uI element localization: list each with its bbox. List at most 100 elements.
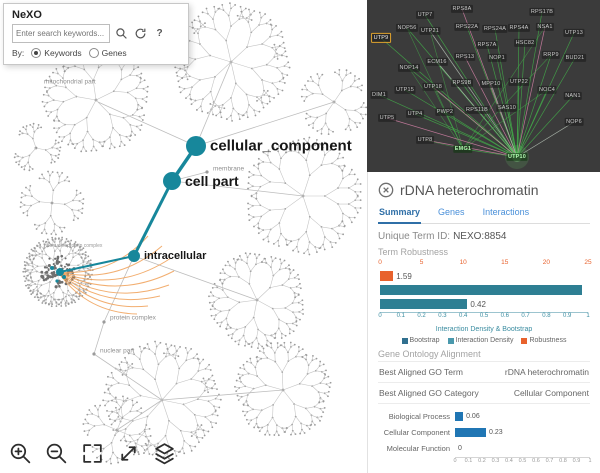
radio-genes-label: Genes: [101, 48, 127, 58]
term-node-label[interactable]: intracellular: [144, 250, 207, 262]
axis-tick: 0.9: [563, 313, 572, 319]
term-label[interactable]: membrane: [213, 165, 245, 173]
axis-tick: 0.8: [542, 313, 551, 319]
search-input[interactable]: [12, 24, 110, 43]
search-icon[interactable]: [114, 26, 129, 41]
reset-icon[interactable]: [133, 26, 148, 41]
robustness-axis-label: Interaction Density & Bootstrap: [435, 326, 533, 333]
radio-keywords-circle: [31, 48, 42, 58]
close-icon[interactable]: [378, 182, 394, 198]
term-node-label[interactable]: cell part: [185, 173, 239, 189]
gene-node[interactable]: RPS22A: [454, 22, 480, 32]
gene-node[interactable]: UTP10: [506, 152, 528, 162]
tab-genes[interactable]: Genes: [438, 207, 465, 217]
gene-node[interactable]: UTP13: [563, 28, 585, 38]
term-label[interactable]: protein complex: [110, 314, 156, 322]
axis-tick: 0.3: [491, 458, 500, 464]
gene-node[interactable]: NOP1: [487, 53, 507, 63]
help-icon[interactable]: ?: [156, 28, 163, 39]
app-title: NeXO: [12, 9, 42, 21]
term-label[interactable]: mitochondrial part: [44, 78, 96, 86]
robustness-value: 1.59: [396, 271, 412, 281]
gene-node[interactable]: BUD21: [564, 53, 586, 63]
term-node-intracellular[interactable]: [128, 250, 140, 262]
gene-node[interactable]: UTP4: [406, 109, 424, 119]
term-label[interactable]: nuclear part: [100, 347, 135, 355]
gene-node[interactable]: UTP22: [508, 77, 530, 87]
gene-node[interactable]: RPS11B: [464, 105, 490, 115]
gene-node[interactable]: UTP9: [371, 32, 391, 44]
search-panel: NeXO ? By: Keyword: [3, 3, 189, 65]
go-alignment-section-label: Gene Ontology Alignment: [378, 349, 481, 359]
fit-view-icon: [121, 446, 136, 461]
ontology-tree: [13, 2, 367, 465]
legend-item: Bootstrap: [401, 337, 440, 344]
bootstrap-bar: [380, 285, 582, 295]
gene-node[interactable]: UTP18: [422, 82, 444, 92]
axis-tick: 0.1: [396, 313, 405, 319]
term-node-label[interactable]: cellular_component: [210, 137, 352, 155]
term-node-cell-part[interactable]: [163, 172, 181, 190]
gene-node[interactable]: RRP9: [541, 50, 561, 60]
go-alignment-chart: Biological Process 0.06 Cellular Compone…: [378, 409, 592, 467]
gene-node[interactable]: NOP56: [395, 23, 419, 33]
unique-term-id: Unique Term ID:NEXO:8854: [378, 231, 590, 242]
axis-tick: 0.2: [478, 458, 486, 464]
gene-node[interactable]: RPS9B: [450, 78, 474, 88]
fit-view-button[interactable]: [115, 440, 142, 467]
gene-node[interactable]: RPS13: [454, 52, 476, 62]
interaction-density-bar: [380, 299, 468, 309]
gene-node[interactable]: EMG1: [453, 144, 473, 154]
axis-tick: 0.5: [479, 313, 489, 319]
radio-keywords[interactable]: Keywords: [31, 48, 82, 58]
gene-node[interactable]: RPS17B: [529, 7, 555, 17]
gene-node[interactable]: NOC4: [537, 85, 557, 95]
axis-tick: 0: [378, 259, 382, 266]
gene-node[interactable]: UTP8: [416, 135, 434, 145]
radio-genes[interactable]: Genes: [88, 48, 127, 58]
gene-node[interactable]: NOP6: [564, 117, 584, 127]
gene-node[interactable]: UTP21: [419, 26, 441, 36]
gene-node[interactable]: RPS7A: [475, 40, 499, 50]
gene-node[interactable]: SAS10: [496, 103, 518, 113]
term-title: rDNA heterochromatin: [400, 182, 539, 198]
axis-tick: 1: [588, 458, 592, 464]
gene-node[interactable]: MPP10: [479, 79, 503, 89]
zoom-out-button[interactable]: [43, 440, 70, 467]
gene-node[interactable]: NAN1: [563, 91, 583, 101]
term-node-cellular-component[interactable]: [186, 136, 206, 156]
go-bar-value: 0.23: [489, 428, 503, 436]
tab-summary[interactable]: Summary: [378, 203, 422, 224]
zoom-in-button[interactable]: [7, 440, 34, 467]
tab-interactions[interactable]: Interactions: [482, 207, 530, 217]
legend-swatch: [401, 337, 408, 344]
layers-button[interactable]: [151, 440, 178, 467]
axis-tick: 20: [542, 259, 551, 266]
gene-node[interactable]: RPS8A: [450, 4, 474, 14]
gene-node[interactable]: PWP2: [435, 107, 455, 117]
gene-node[interactable]: DIM1: [370, 90, 388, 100]
axis-tick: 10: [459, 259, 467, 266]
gene-node[interactable]: UTP7: [416, 10, 434, 20]
gene-node[interactable]: ECM16: [425, 57, 449, 67]
go-bar-value: 0.06: [466, 412, 480, 420]
gene-node[interactable]: RPS4A: [507, 23, 531, 33]
gene-node[interactable]: NSA1: [535, 22, 555, 32]
fullscreen-button[interactable]: [79, 440, 106, 467]
axis-tick: 0.7: [545, 458, 554, 464]
axis-tick: 0.4: [459, 313, 468, 319]
gene-node[interactable]: UTP5: [378, 113, 396, 123]
gene-node[interactable]: NOP14: [397, 63, 421, 73]
term-id-label: Unique Term ID:: [378, 231, 451, 242]
term-label[interactable]: ribonucleoprotein complex: [44, 243, 103, 249]
gene-node[interactable]: HSC82: [514, 38, 536, 48]
axis-tick: 25: [584, 259, 592, 266]
gene-node[interactable]: UTP15: [394, 85, 416, 95]
gene-node[interactable]: RPS24A: [482, 24, 508, 34]
axis-tick: 0.6: [532, 458, 540, 464]
go-bar-value: 0: [458, 444, 462, 452]
